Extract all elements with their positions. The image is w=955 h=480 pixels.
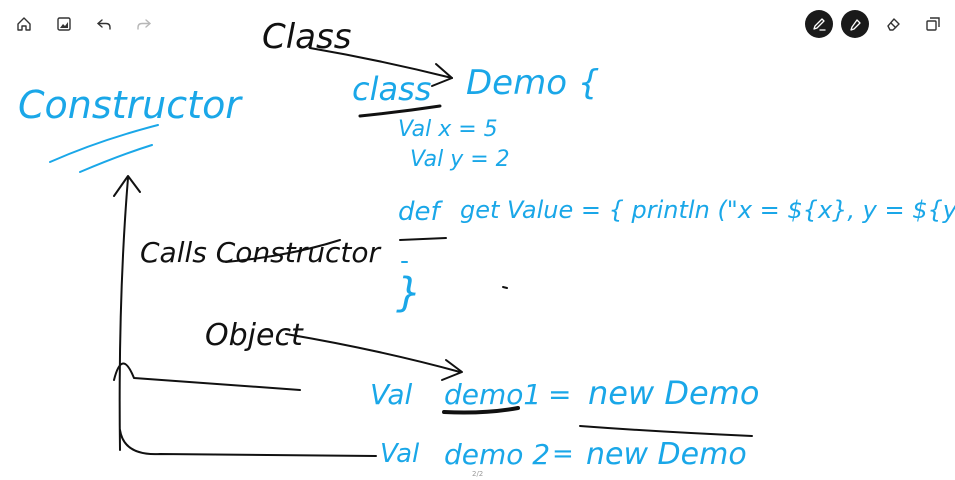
select-tool-button[interactable] xyxy=(917,10,949,38)
code-eq2: = xyxy=(552,439,574,469)
toolbar-right xyxy=(805,10,949,38)
code-demo2: demo 2 xyxy=(444,438,550,471)
redo-icon xyxy=(137,19,152,30)
undo-button[interactable] xyxy=(88,10,120,38)
image-button[interactable] xyxy=(48,10,80,38)
constructor-underline-2 xyxy=(79,144,153,173)
constructor-label: Constructor xyxy=(18,83,243,127)
image-icon xyxy=(57,17,71,31)
eraser-tool-button[interactable] xyxy=(877,10,909,38)
class-arrow xyxy=(309,47,453,79)
stray-mark-2 xyxy=(502,286,508,289)
code-val-x: Val x = 5 xyxy=(398,117,498,142)
page-indicator: 2/2 xyxy=(472,470,484,478)
calls-constructor-underline xyxy=(225,239,341,263)
def-underline xyxy=(399,237,447,241)
calls-arrow-head xyxy=(113,175,141,197)
select-icon xyxy=(926,17,940,31)
undo-icon xyxy=(96,19,111,30)
code-getvalue: get Value = { println ("x = ${x}, y = ${… xyxy=(460,196,955,224)
object-label: Object xyxy=(205,318,304,353)
highlighter-icon xyxy=(850,19,861,31)
code-class-declaration: Demo { xyxy=(466,63,599,103)
toolbar-left xyxy=(8,10,160,38)
highlighter-tool-button[interactable] xyxy=(841,10,869,38)
class-arrowhead xyxy=(431,63,453,87)
calls-arrow-shaft xyxy=(118,177,129,451)
code-val2-keyword: Val xyxy=(380,439,420,469)
redo-button[interactable] xyxy=(128,10,160,38)
code-eq1: = xyxy=(548,378,571,411)
demo1-underline xyxy=(442,406,520,415)
object-arrow xyxy=(285,333,461,373)
code-demo1: demo1 xyxy=(444,378,541,411)
code-class-keyword: class xyxy=(352,70,431,108)
constructor-underline-1 xyxy=(49,124,159,163)
pen-icon xyxy=(813,18,826,31)
connector-bottom xyxy=(119,429,377,457)
calls-constructor-label: Calls Constructor xyxy=(140,236,382,269)
code-close-brace: } xyxy=(396,270,421,316)
eraser-icon xyxy=(887,18,900,31)
code-def-keyword: def xyxy=(398,197,444,227)
class-label: Class xyxy=(262,17,351,57)
home-button[interactable] xyxy=(8,10,40,38)
home-icon xyxy=(17,17,31,31)
code-val1-keyword: Val xyxy=(370,378,413,411)
new-demo-divider xyxy=(579,425,753,437)
code-val-y: Val y = 2 xyxy=(410,147,510,172)
code-new-demo-1: new Demo xyxy=(588,374,759,412)
code-new-demo-2: new Demo xyxy=(586,437,747,472)
connector-top xyxy=(113,362,301,391)
object-arrowhead xyxy=(441,359,463,381)
pen-tool-button[interactable] xyxy=(805,10,833,38)
class-keyword-underline xyxy=(358,104,442,118)
